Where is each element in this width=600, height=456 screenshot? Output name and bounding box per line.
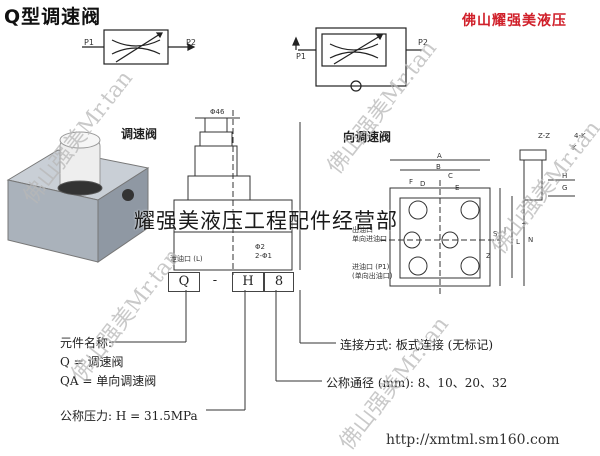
- code-part-h: H: [232, 272, 264, 292]
- front-view: [380, 159, 525, 295]
- legend-q: Q = 调速阀: [60, 355, 124, 369]
- dia46-label: Φ46: [210, 108, 225, 116]
- dim-f: F: [409, 178, 414, 186]
- dim-b: B: [436, 163, 441, 171]
- inlet-label: 进油口 (P1): [352, 263, 390, 271]
- drain-label: 泄油口 (L): [170, 255, 203, 263]
- outlet-label: 出油口: [352, 226, 373, 234]
- dim-k: K: [572, 144, 577, 152]
- p2-label-right: P2: [418, 38, 428, 47]
- brand-label: 佛山耀强美液压: [462, 13, 567, 29]
- dim-a: A: [437, 152, 442, 160]
- page-title: Q型调速阀: [4, 6, 102, 28]
- legend-qa: QA = 单向调速阀: [60, 374, 157, 388]
- legend-pressure: 公称压力: H = 31.5MPa: [60, 409, 198, 423]
- valve-photo: [6, 131, 150, 263]
- k-label: 4-K: [574, 132, 586, 140]
- dim-d: D: [420, 180, 426, 188]
- phi1-label: 2-Φ1: [255, 252, 272, 260]
- p1-label-left: P1: [84, 38, 94, 47]
- dim-g: G: [562, 184, 568, 192]
- left-symbol-caption: 调速阀: [121, 127, 158, 141]
- side-view: [173, 110, 301, 275]
- dim-z: Z: [486, 252, 491, 260]
- single-outlet-label: (单向出油口): [352, 272, 393, 280]
- dim-c: C: [448, 172, 453, 180]
- site-url: http://xmtml.sm160.com: [386, 432, 560, 448]
- zz-label: Z-Z: [538, 132, 550, 140]
- single-inlet-label: 单向进油口: [352, 235, 387, 243]
- p1-label-right: P1: [296, 52, 306, 61]
- p2-label-left: P2: [186, 38, 196, 47]
- dim-n: N: [528, 236, 534, 244]
- legend-diameter: 公称通径 (mm): 8、10、20、32: [326, 376, 508, 390]
- code-part-q: Q: [168, 272, 200, 292]
- right-symbol-caption: 向调速阀: [343, 130, 392, 144]
- dim-j: J: [504, 226, 507, 234]
- phi2-label: Φ2: [255, 243, 265, 251]
- component-name-label: 元件名称:: [60, 336, 113, 350]
- detail-view: [519, 149, 575, 201]
- dim-s: S: [493, 230, 498, 238]
- code-part-dash: -: [212, 273, 218, 288]
- company-banner: 耀强美液压工程配件经营部: [134, 209, 398, 233]
- dim-e: E: [455, 184, 460, 192]
- dim-t: T: [522, 222, 527, 230]
- dim-l: L: [516, 238, 520, 246]
- legend-connection: 连接方式: 板式连接 (无标记): [340, 338, 494, 352]
- dim-h: H: [562, 172, 568, 180]
- flow-control-symbol: [82, 29, 196, 65]
- one-way-flow-control-symbol: [292, 27, 422, 92]
- code-part-8: 8: [264, 272, 294, 292]
- leader-lines: [110, 290, 336, 411]
